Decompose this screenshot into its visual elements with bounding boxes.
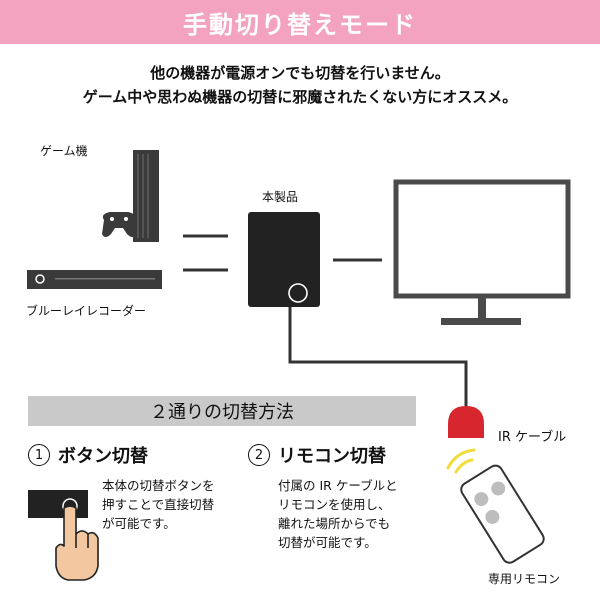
monitor-icon xyxy=(393,179,571,325)
method-number-2: 2 xyxy=(248,444,270,466)
intro-line-2: ゲーム中や思わぬ機器の切替に邪魔されたくない方にオススメ。 xyxy=(82,88,518,106)
method-remote-heading: 2 リモコン切替 xyxy=(248,442,386,468)
method-number-1: 1 xyxy=(28,444,50,466)
intro-line-1: 他の機器が電源オンでも切替を行いません。 xyxy=(150,64,450,82)
remote-label: 専用リモコン xyxy=(488,572,561,586)
remote-control-icon xyxy=(460,464,545,564)
ir-receiver-icon xyxy=(448,406,484,438)
method-button-line: 本体の切替ボタンを xyxy=(102,478,215,493)
ir-cable-label: IR ケーブル xyxy=(498,430,567,445)
method-remote-description: 付属の IR ケーブルと リモコンを使用し、 離れた場所からでも 切替が可能です… xyxy=(278,476,398,552)
method-remote-line: 付属の IR ケーブルと xyxy=(278,478,398,493)
title-banner: 手動切り替えモード xyxy=(0,0,600,44)
controller-icon xyxy=(102,212,136,237)
method-remote-line: 切替が可能です。 xyxy=(278,535,377,550)
method-button-line: が可能です。 xyxy=(102,516,176,531)
method-button-heading: 1 ボタン切替 xyxy=(28,442,148,468)
method-remote-title: リモコン切替 xyxy=(278,446,386,467)
product-label: 本製品 xyxy=(262,190,299,204)
pointing-finger-icon xyxy=(55,505,99,581)
bluray-label: ブルーレイレコーダー xyxy=(26,304,147,318)
method-remote-line: 離れた場所からでも xyxy=(278,516,391,531)
method-button-description: 本体の切替ボタンを 押すことで直接切替 が可能です。 xyxy=(102,476,215,533)
signal-wave-icon xyxy=(446,448,476,474)
method-button-line: 押すことで直接切替 xyxy=(102,497,215,512)
product-box-small-icon xyxy=(28,490,88,518)
bluray-recorder-icon xyxy=(27,270,162,289)
method-remote-line: リモコンを使用し、 xyxy=(278,497,391,512)
page-title: 手動切り替えモード xyxy=(183,10,417,39)
connection-lines-left xyxy=(183,234,228,272)
game-console-label: ゲーム機 xyxy=(40,144,88,158)
methods-header: ２通りの切替方法 xyxy=(28,396,416,426)
product-box-icon xyxy=(248,212,320,307)
ir-cable-line xyxy=(288,307,468,408)
game-console-icon xyxy=(133,150,159,242)
method-button-title: ボタン切替 xyxy=(58,446,148,467)
